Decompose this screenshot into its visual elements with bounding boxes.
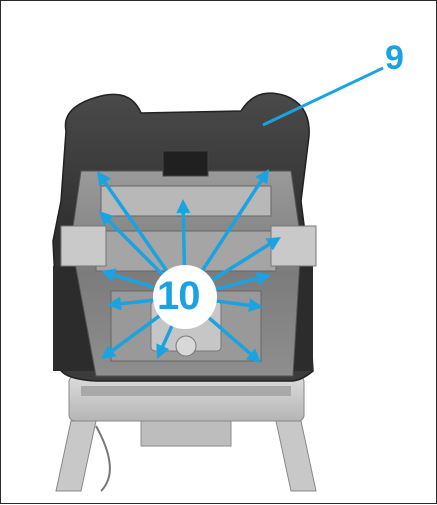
callout-10-disc	[153, 265, 217, 329]
arrow-shaft-9	[210, 298, 250, 307]
arrow-head-2	[176, 199, 191, 214]
arrow-shaft-8	[120, 297, 160, 306]
arrow-shaft-3	[197, 179, 263, 277]
arrow-shaft-10	[111, 311, 166, 353]
arrow-shaft-6	[113, 273, 161, 291]
arrow-head-5	[265, 237, 281, 251]
arrow-head-6	[101, 268, 117, 282]
arrow-head-1	[97, 171, 111, 187]
arrow-head-8	[107, 296, 122, 311]
arrow-head-7	[255, 271, 271, 286]
seat-base	[55, 375, 317, 492]
arrow-head-12	[245, 348, 261, 363]
arrow-shaft-5	[206, 242, 271, 285]
arrow-shaft-7	[209, 276, 258, 293]
arrow-head-11	[156, 343, 170, 359]
callout-9-leader-line	[262, 66, 384, 127]
arrow-shaft-12	[203, 312, 252, 356]
callout-10-label: 10	[157, 274, 200, 318]
arrow-shaft-2	[181, 212, 187, 272]
arrow-head-9	[248, 298, 263, 313]
arrow-head-4	[99, 211, 114, 226]
callout-9-label: 9	[385, 39, 404, 77]
arrow-shaft-4	[107, 219, 168, 280]
arrow-shaft-1	[103, 181, 172, 277]
arrow-head-3	[255, 169, 269, 185]
arrow-head-10	[101, 345, 117, 359]
arrow-group	[97, 169, 281, 363]
